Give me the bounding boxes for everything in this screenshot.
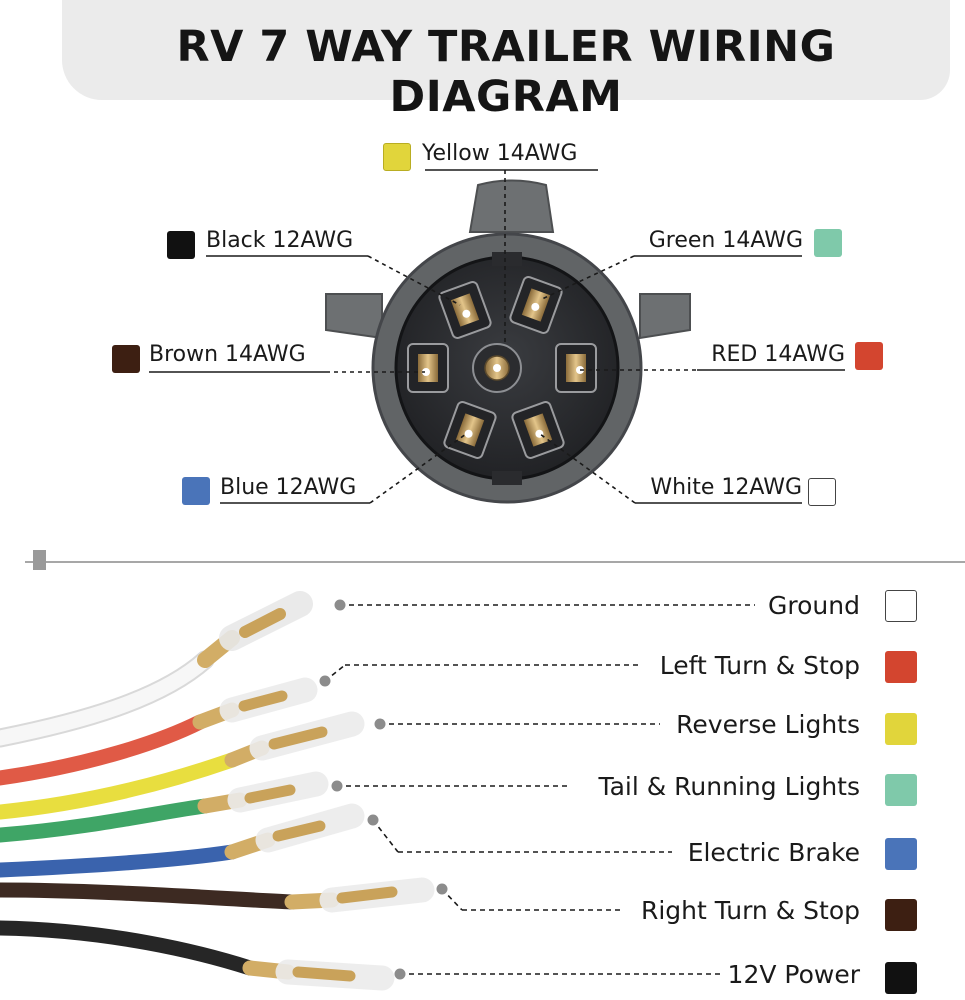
function-swatch-tail bbox=[885, 774, 917, 806]
leader-black bbox=[206, 255, 461, 306]
title-banner bbox=[62, 0, 950, 100]
wire-tail bbox=[0, 771, 329, 843]
wire-right-turn bbox=[0, 877, 435, 913]
function-label-left-turn: Left Turn & Stop bbox=[659, 651, 860, 680]
function-leaders bbox=[324, 604, 755, 975]
diagram-title: RV 7 WAY TRAILER WIRING DIAGRAM bbox=[176, 22, 836, 122]
dot-ground bbox=[334, 599, 346, 611]
wire-bundle bbox=[0, 591, 435, 991]
leader-end-dots bbox=[319, 599, 448, 980]
function-swatch-reverse bbox=[885, 713, 917, 745]
terminal-green bbox=[509, 276, 563, 334]
leader-blue bbox=[220, 433, 467, 504]
leader-left-turn bbox=[324, 664, 640, 682]
dot-power bbox=[394, 968, 406, 980]
center-pin-dot bbox=[493, 364, 501, 372]
leader-right-turn bbox=[441, 888, 620, 911]
label-blue: Blue 12AWG bbox=[220, 475, 357, 500]
connector-leaders bbox=[149, 169, 845, 504]
connector-left-tab bbox=[325, 293, 383, 340]
socket-terminals bbox=[407, 276, 597, 459]
function-swatch-left-turn bbox=[885, 651, 917, 683]
connector-top-key bbox=[468, 179, 555, 233]
function-swatch-power bbox=[885, 962, 917, 994]
leader-white bbox=[539, 433, 802, 504]
function-label-power: 12V Power bbox=[727, 960, 860, 989]
function-label-tail: Tail & Running Lights bbox=[598, 772, 860, 801]
dot-reverse bbox=[374, 718, 386, 730]
label-brown: Brown 14AWG bbox=[149, 342, 306, 367]
leader-yellow bbox=[425, 169, 598, 346]
terminal-white bbox=[511, 401, 565, 459]
label-white: White 12AWG bbox=[650, 475, 802, 500]
connector-notch bbox=[492, 252, 522, 266]
label-green: Green 14AWG bbox=[648, 228, 803, 253]
swatch-white bbox=[808, 478, 836, 506]
terminal-brown bbox=[407, 343, 449, 393]
swatch-yellow bbox=[383, 143, 411, 171]
swatch-black bbox=[167, 231, 195, 259]
label-red: RED 14AWG bbox=[711, 342, 845, 367]
function-label-right-turn: Right Turn & Stop bbox=[640, 896, 860, 925]
function-swatch-brake bbox=[885, 838, 917, 870]
wire-ground bbox=[0, 591, 313, 748]
swatch-green bbox=[814, 229, 842, 257]
terminal-black bbox=[438, 281, 492, 339]
terminal-red bbox=[555, 343, 597, 393]
dot-left-turn bbox=[319, 675, 331, 687]
connector-bottom-notch bbox=[492, 471, 522, 485]
function-swatch-right-turn bbox=[885, 899, 917, 931]
terminal-blue bbox=[443, 401, 497, 459]
dot-brake bbox=[367, 814, 379, 826]
swatch-red bbox=[855, 342, 883, 370]
trailer-connector bbox=[325, 179, 691, 504]
label-yellow: Yellow 14AWG bbox=[422, 141, 578, 166]
dot-tail bbox=[331, 780, 343, 792]
wire-power bbox=[0, 920, 395, 991]
dot-right-turn bbox=[436, 883, 448, 895]
wire-reverse bbox=[0, 711, 365, 820]
wire-brake bbox=[0, 803, 365, 878]
leader-green bbox=[539, 255, 802, 301]
connector-right-tab bbox=[639, 293, 691, 340]
function-label-brake: Electric Brake bbox=[687, 838, 860, 867]
function-label-ground: Ground bbox=[768, 591, 860, 620]
function-swatch-ground bbox=[885, 590, 917, 622]
swatch-blue bbox=[182, 477, 210, 505]
function-label-reverse: Reverse Lights bbox=[676, 710, 860, 739]
wire-left-turn bbox=[0, 677, 318, 786]
label-black: Black 12AWG bbox=[206, 228, 354, 253]
leader-brake bbox=[372, 819, 672, 853]
swatch-brown bbox=[112, 345, 140, 373]
section-divider bbox=[25, 550, 965, 570]
